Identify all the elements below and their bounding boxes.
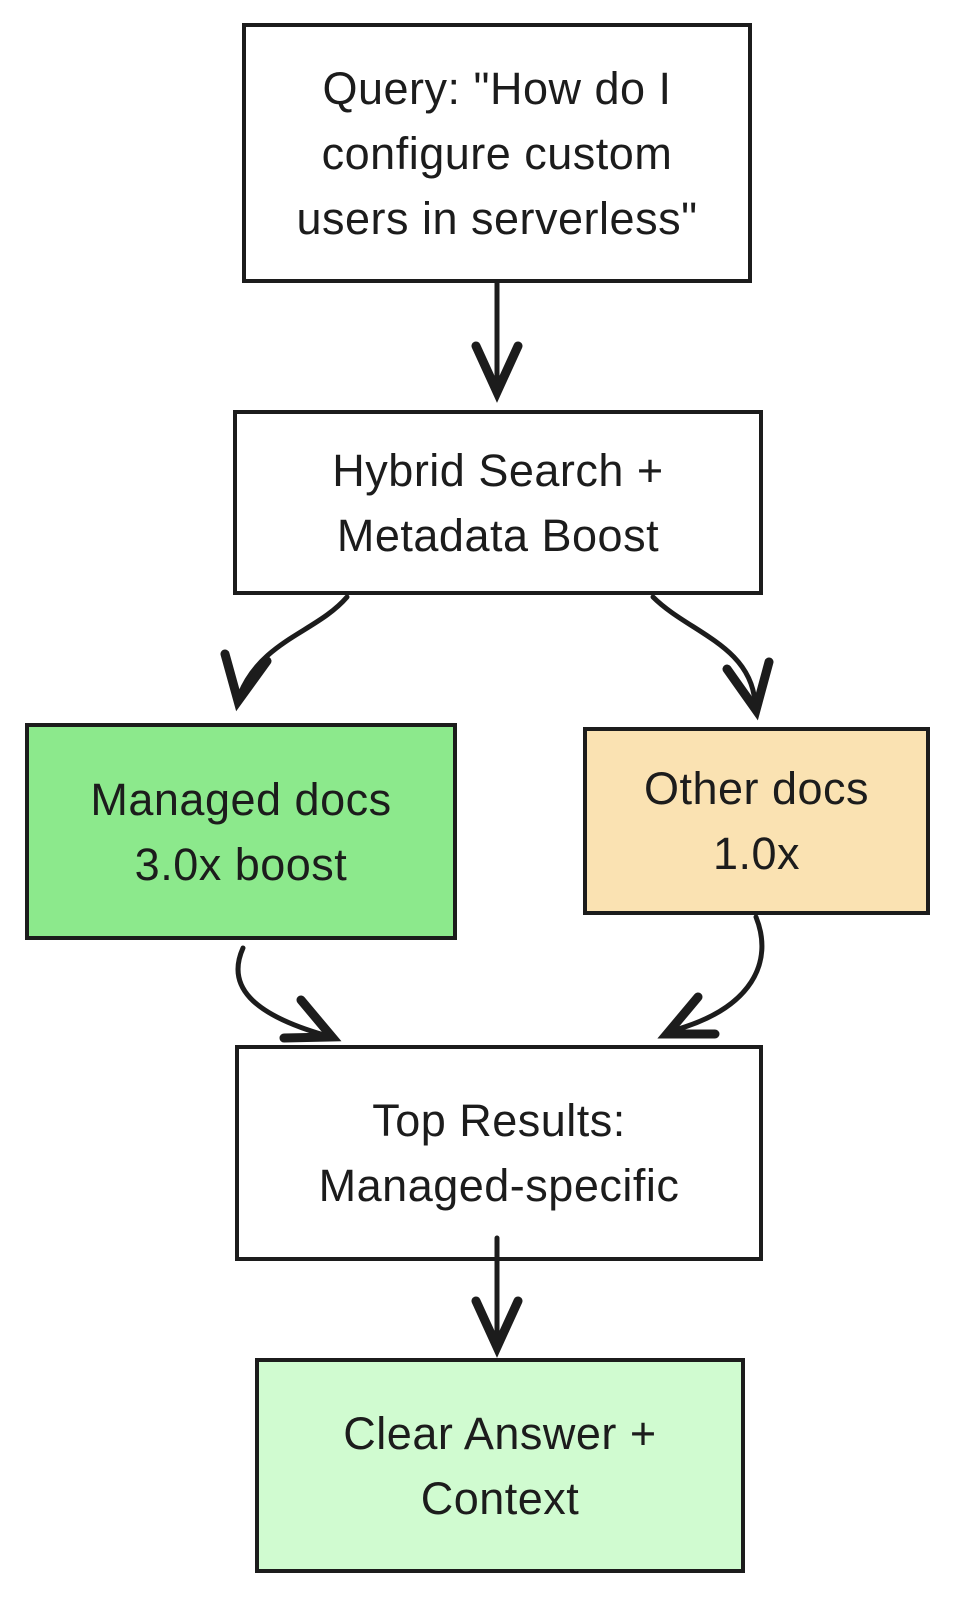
managed-docs-node: Managed docs 3.0x boost	[25, 723, 457, 940]
arrow-managed-docs-to-top-results	[235, 945, 342, 1043]
other-docs-node-line: Other docs	[643, 763, 870, 814]
query-node-line: configure custom	[321, 127, 673, 179]
hybrid-search-node-line: Metadata Boost	[336, 509, 660, 561]
arrow-hybrid-to-managed-docs	[220, 594, 350, 712]
hybrid-search-node: Hybrid Search + Metadata Boost	[233, 410, 763, 595]
clear-answer-node-line: Context	[420, 1472, 580, 1524]
top-results-node-line: Top Results:	[372, 1095, 626, 1146]
query-node-line: Query: "How do I	[322, 62, 672, 114]
other-docs-node: Other docs 1.0x	[583, 727, 930, 915]
arrow-other-docs-to-top-results	[657, 914, 765, 1039]
arrow-hybrid-to-other-docs	[650, 594, 774, 721]
managed-docs-node-line: 3.0x boost	[134, 838, 348, 890]
query-node: Query: "How do I configure custom users …	[242, 23, 752, 283]
hybrid-search-node-line: Hybrid Search +	[332, 444, 664, 496]
clear-answer-node-line: Clear Answer +	[343, 1407, 657, 1459]
other-docs-node-line: 1.0x	[712, 828, 801, 879]
query-node-line: users in serverless"	[296, 192, 698, 244]
clear-answer-node: Clear Answer + Context	[255, 1358, 745, 1573]
managed-docs-node-line: Managed docs	[90, 773, 392, 825]
top-results-node: Top Results: Managed-specific	[235, 1045, 763, 1261]
arrow-query-to-hybrid	[471, 280, 523, 403]
top-results-node-line: Managed-specific	[318, 1160, 680, 1211]
